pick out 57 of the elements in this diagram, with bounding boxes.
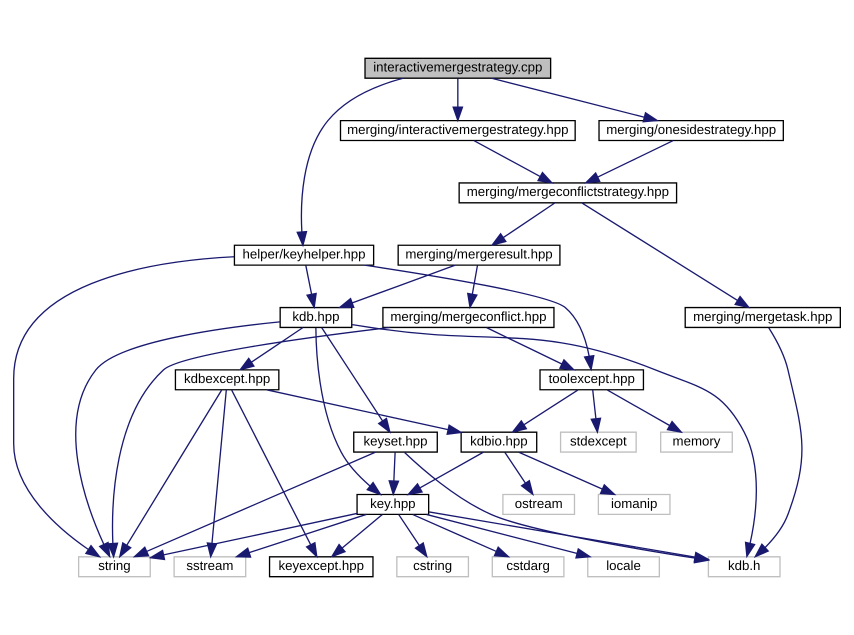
node-box: interactivemergestrategy.cpp — [364, 58, 552, 79]
arrow — [466, 265, 478, 310]
node-box: merging/interactivemergestrategy.hpp — [340, 120, 576, 142]
arrow — [754, 327, 803, 558]
arrow — [388, 452, 400, 496]
arrow — [364, 264, 595, 372]
arrow — [305, 265, 317, 310]
node-box: kdb.h — [708, 556, 781, 578]
arrow — [474, 140, 554, 184]
node-box: ostream — [502, 494, 576, 516]
arrow — [398, 514, 428, 558]
node-box: merging/mergeconflict.hpp — [382, 306, 555, 328]
node-box: kdbexcept.hpp — [174, 369, 280, 390]
arrow — [426, 514, 592, 559]
arrow — [238, 327, 304, 371]
arrow — [490, 202, 556, 246]
arrow — [352, 324, 757, 558]
arrow — [231, 390, 318, 558]
arrow — [234, 514, 366, 558]
node-box: helper/keyhelper.hpp — [234, 244, 374, 266]
arrow — [486, 327, 576, 371]
arrow — [518, 452, 616, 496]
arrow — [406, 452, 484, 496]
arrow — [338, 264, 456, 308]
node-box: merging/mergeresult.hpp — [398, 244, 561, 266]
arrow — [266, 389, 464, 435]
node-box: kdb.hpp — [280, 306, 352, 328]
arrow — [452, 78, 464, 122]
arrow — [330, 514, 383, 558]
node-box: merging/mergetask.hpp — [684, 306, 841, 328]
arrow — [510, 389, 578, 434]
node-box: toolexcept.hpp — [539, 369, 644, 390]
arrow — [321, 327, 391, 434]
arrow — [412, 514, 510, 558]
node-box: string — [78, 556, 151, 578]
node-box: sstream — [173, 556, 246, 578]
node-box: stdexcept — [560, 432, 637, 453]
arrow — [590, 390, 602, 434]
node-box: iomanip — [598, 494, 671, 516]
node-box: cstdarg — [492, 556, 565, 578]
arrow — [429, 511, 710, 562]
node-box: keyset.hpp — [353, 432, 438, 453]
node-box: key.hpp — [356, 494, 430, 516]
arrow — [296, 78, 404, 248]
arrow — [582, 202, 751, 309]
arrow — [606, 389, 684, 434]
arrow — [584, 140, 674, 184]
node-box: merging/onesidestrategy.hpp — [598, 120, 784, 142]
node-box: keyexcept.hpp — [268, 556, 374, 578]
node-box: cstring — [396, 556, 470, 578]
node-box: locale — [587, 556, 660, 578]
arrow — [492, 78, 660, 122]
node-box: merging/mergeconflictstrategy.hpp — [458, 182, 678, 204]
node-box: kdbio.hpp — [460, 432, 538, 453]
arrow — [315, 328, 382, 496]
arrow — [504, 452, 534, 496]
node-box: memory — [660, 432, 733, 453]
